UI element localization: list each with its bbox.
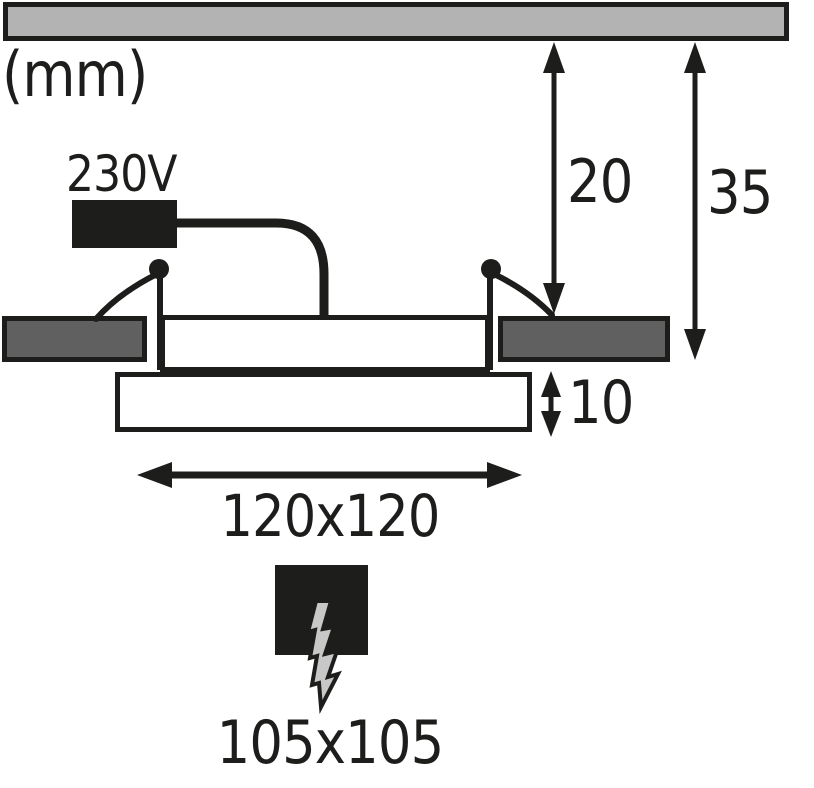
arrow-right-icon: [487, 462, 522, 488]
ceiling-cutout-left: [2, 316, 147, 362]
mounting-clip-left: [93, 259, 169, 370]
dim-panel-size-value: 120x120: [220, 482, 441, 550]
dim-10-value: 10: [568, 368, 634, 438]
dim-35-arrow: [684, 42, 706, 360]
power-cable: [176, 218, 329, 318]
dim-120-arrow: [137, 462, 522, 488]
clip-dot-left: [149, 259, 169, 279]
dim-10-arrow: [541, 371, 561, 437]
dim-35-value: 35: [707, 158, 773, 228]
ceiling-cutout-right: [498, 316, 670, 362]
voltage-label: 230V: [66, 145, 177, 203]
arrow-up-icon: [684, 42, 706, 73]
driver-box: [72, 200, 177, 248]
arrow-down-icon: [541, 411, 561, 437]
panel-body: [115, 372, 532, 432]
arrow-up-icon: [541, 371, 561, 397]
clip-dot-right: [481, 259, 501, 279]
dim-20-value: 20: [567, 147, 633, 217]
housing-frame: [160, 315, 490, 372]
dim-cutout-size-value: 105x105: [216, 708, 445, 778]
arrow-left-icon: [137, 462, 172, 488]
unit-label: (mm): [2, 38, 148, 111]
mounting-clip-right: [481, 259, 555, 370]
arrow-down-icon: [543, 283, 565, 314]
clip-arm-left: [93, 272, 158, 322]
clip-arm-right: [493, 272, 555, 318]
lightning-bolt-icon: [305, 599, 342, 715]
arrow-up-icon: [543, 42, 565, 73]
dim-20-arrow: [543, 42, 565, 314]
arrow-down-icon: [684, 329, 706, 360]
ceiling-bar: [3, 2, 789, 41]
